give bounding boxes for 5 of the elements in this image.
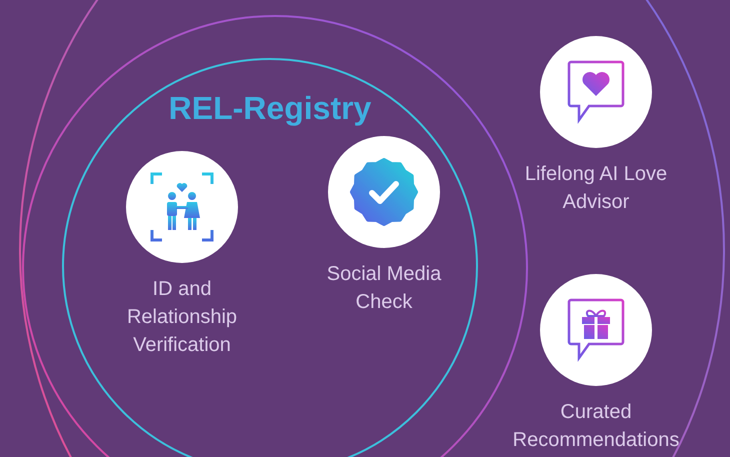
feature-label: Social Media Check <box>326 262 442 315</box>
feature-label: Lifelong AI Love Advisor <box>524 162 668 215</box>
feature-label: ID and Relationship Verification <box>126 277 238 358</box>
feature-label: Curated Recommendations <box>512 400 680 453</box>
registry-title: REL-Registry <box>168 89 372 128</box>
